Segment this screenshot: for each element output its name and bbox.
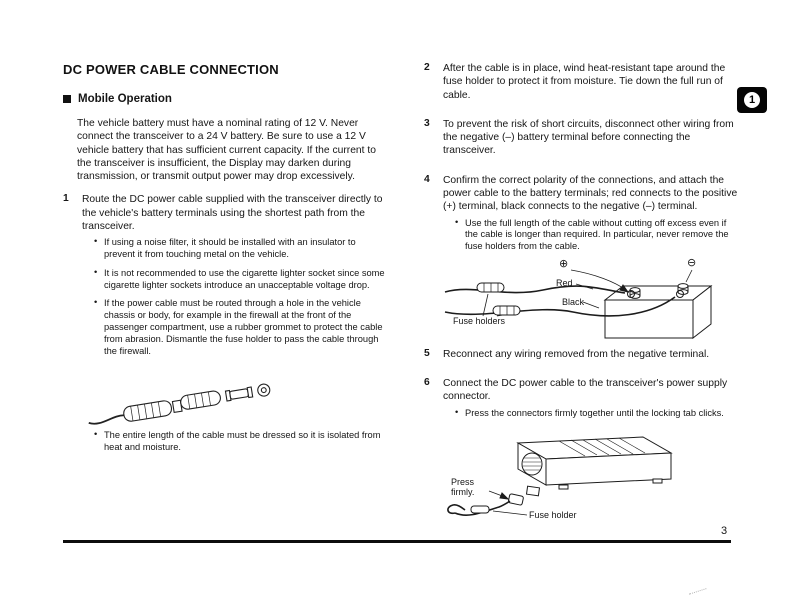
- battery-connection-figure: Red Black Fuse holders ⊕ ⊖: [443, 256, 743, 346]
- section-title: Mobile Operation: [78, 93, 172, 105]
- left-column: DC POWER CABLE CONNECTION Mobile Operati…: [63, 62, 386, 461]
- fuse-holder-assembly-art: [88, 383, 271, 426]
- fuse-holder-assembly-figure: [82, 364, 282, 426]
- minus-terminal-symbol: ⊖: [687, 256, 697, 269]
- step-3-text: To prevent the risk of short circuits, d…: [443, 118, 734, 157]
- step-4-bullets: Use the full length of the cable without…: [443, 217, 738, 253]
- transceiver-figure-art: [447, 436, 673, 516]
- step-5-number: 5: [424, 347, 430, 359]
- step-6-text: Connect the DC power cable to the transc…: [443, 378, 728, 403]
- intro-paragraph: The vehicle battery must have a nominal …: [77, 118, 376, 183]
- step-1-number: 1: [63, 193, 69, 205]
- bullet-item: It is not recommended to use the cigaret…: [94, 267, 386, 292]
- black-cable-label: Black: [562, 296, 585, 307]
- red-cable-label: Red: [556, 277, 573, 288]
- step-1-bullets: If using a noise filter, it should be in…: [82, 236, 386, 357]
- scan-artifact: [687, 583, 707, 595]
- tab-number: 1: [744, 92, 760, 108]
- bullet-item: The entire length of the cable must be d…: [94, 429, 386, 454]
- fuse-holders-label: Fuse holders: [453, 315, 506, 326]
- page-tab-badge: 1: [737, 87, 767, 113]
- step-4-number: 4: [424, 173, 430, 185]
- step-3-number: 3: [424, 117, 430, 129]
- step-5-text: Reconnect any wiring removed from the ne…: [443, 348, 710, 360]
- square-bullet-icon: [63, 95, 71, 103]
- bullet-item: If using a noise filter, it should be in…: [94, 236, 386, 261]
- step-1: 1 Route the DC power cable supplied with…: [63, 193, 386, 461]
- step-4: 4 Confirm the correct polarity of the co…: [424, 174, 738, 346]
- page-title: DC POWER CABLE CONNECTION: [63, 62, 279, 77]
- step-5: 5 Reconnect any wiring removed from the …: [424, 348, 738, 365]
- step-6: 6 Connect the DC power cable to the tran…: [424, 377, 738, 520]
- bullet-item: Press the connectors firmly together unt…: [455, 407, 738, 420]
- transceiver-connection-figure: Press firmly. Fuse holder: [443, 427, 683, 520]
- step-2-number: 2: [424, 62, 430, 73]
- bullet-item: If the power cable must be routed throug…: [94, 297, 386, 357]
- fuse-holder-label: Fuse holder: [529, 509, 577, 520]
- step-1-bullets-after-figure: The entire length of the cable must be d…: [82, 429, 386, 454]
- section-heading: Mobile Operation: [63, 93, 386, 105]
- step-4-text: Confirm the correct polarity of the conn…: [443, 174, 738, 213]
- step-3: 3 To prevent the risk of short circuits,…: [424, 118, 738, 162]
- step-2-text: After the cable is in place, wind heat-r…: [443, 63, 726, 101]
- bullet-item: Use the full length of the cable without…: [455, 217, 738, 253]
- battery-figure-art: [444, 269, 713, 339]
- press-firmly-label: Press firmly.: [451, 476, 475, 497]
- footer-rule: [63, 540, 731, 543]
- step-1-text: Route the DC power cable supplied with t…: [82, 194, 383, 232]
- step-2: 2 After the cable is in place, wind heat…: [424, 62, 738, 106]
- page-number: 3: [721, 525, 728, 537]
- right-column: 2 After the cable is in place, wind heat…: [424, 62, 738, 520]
- step-6-number: 6: [424, 377, 430, 389]
- plus-terminal-symbol: ⊕: [559, 257, 569, 270]
- step-6-bullets: Press the connectors firmly together unt…: [443, 407, 738, 420]
